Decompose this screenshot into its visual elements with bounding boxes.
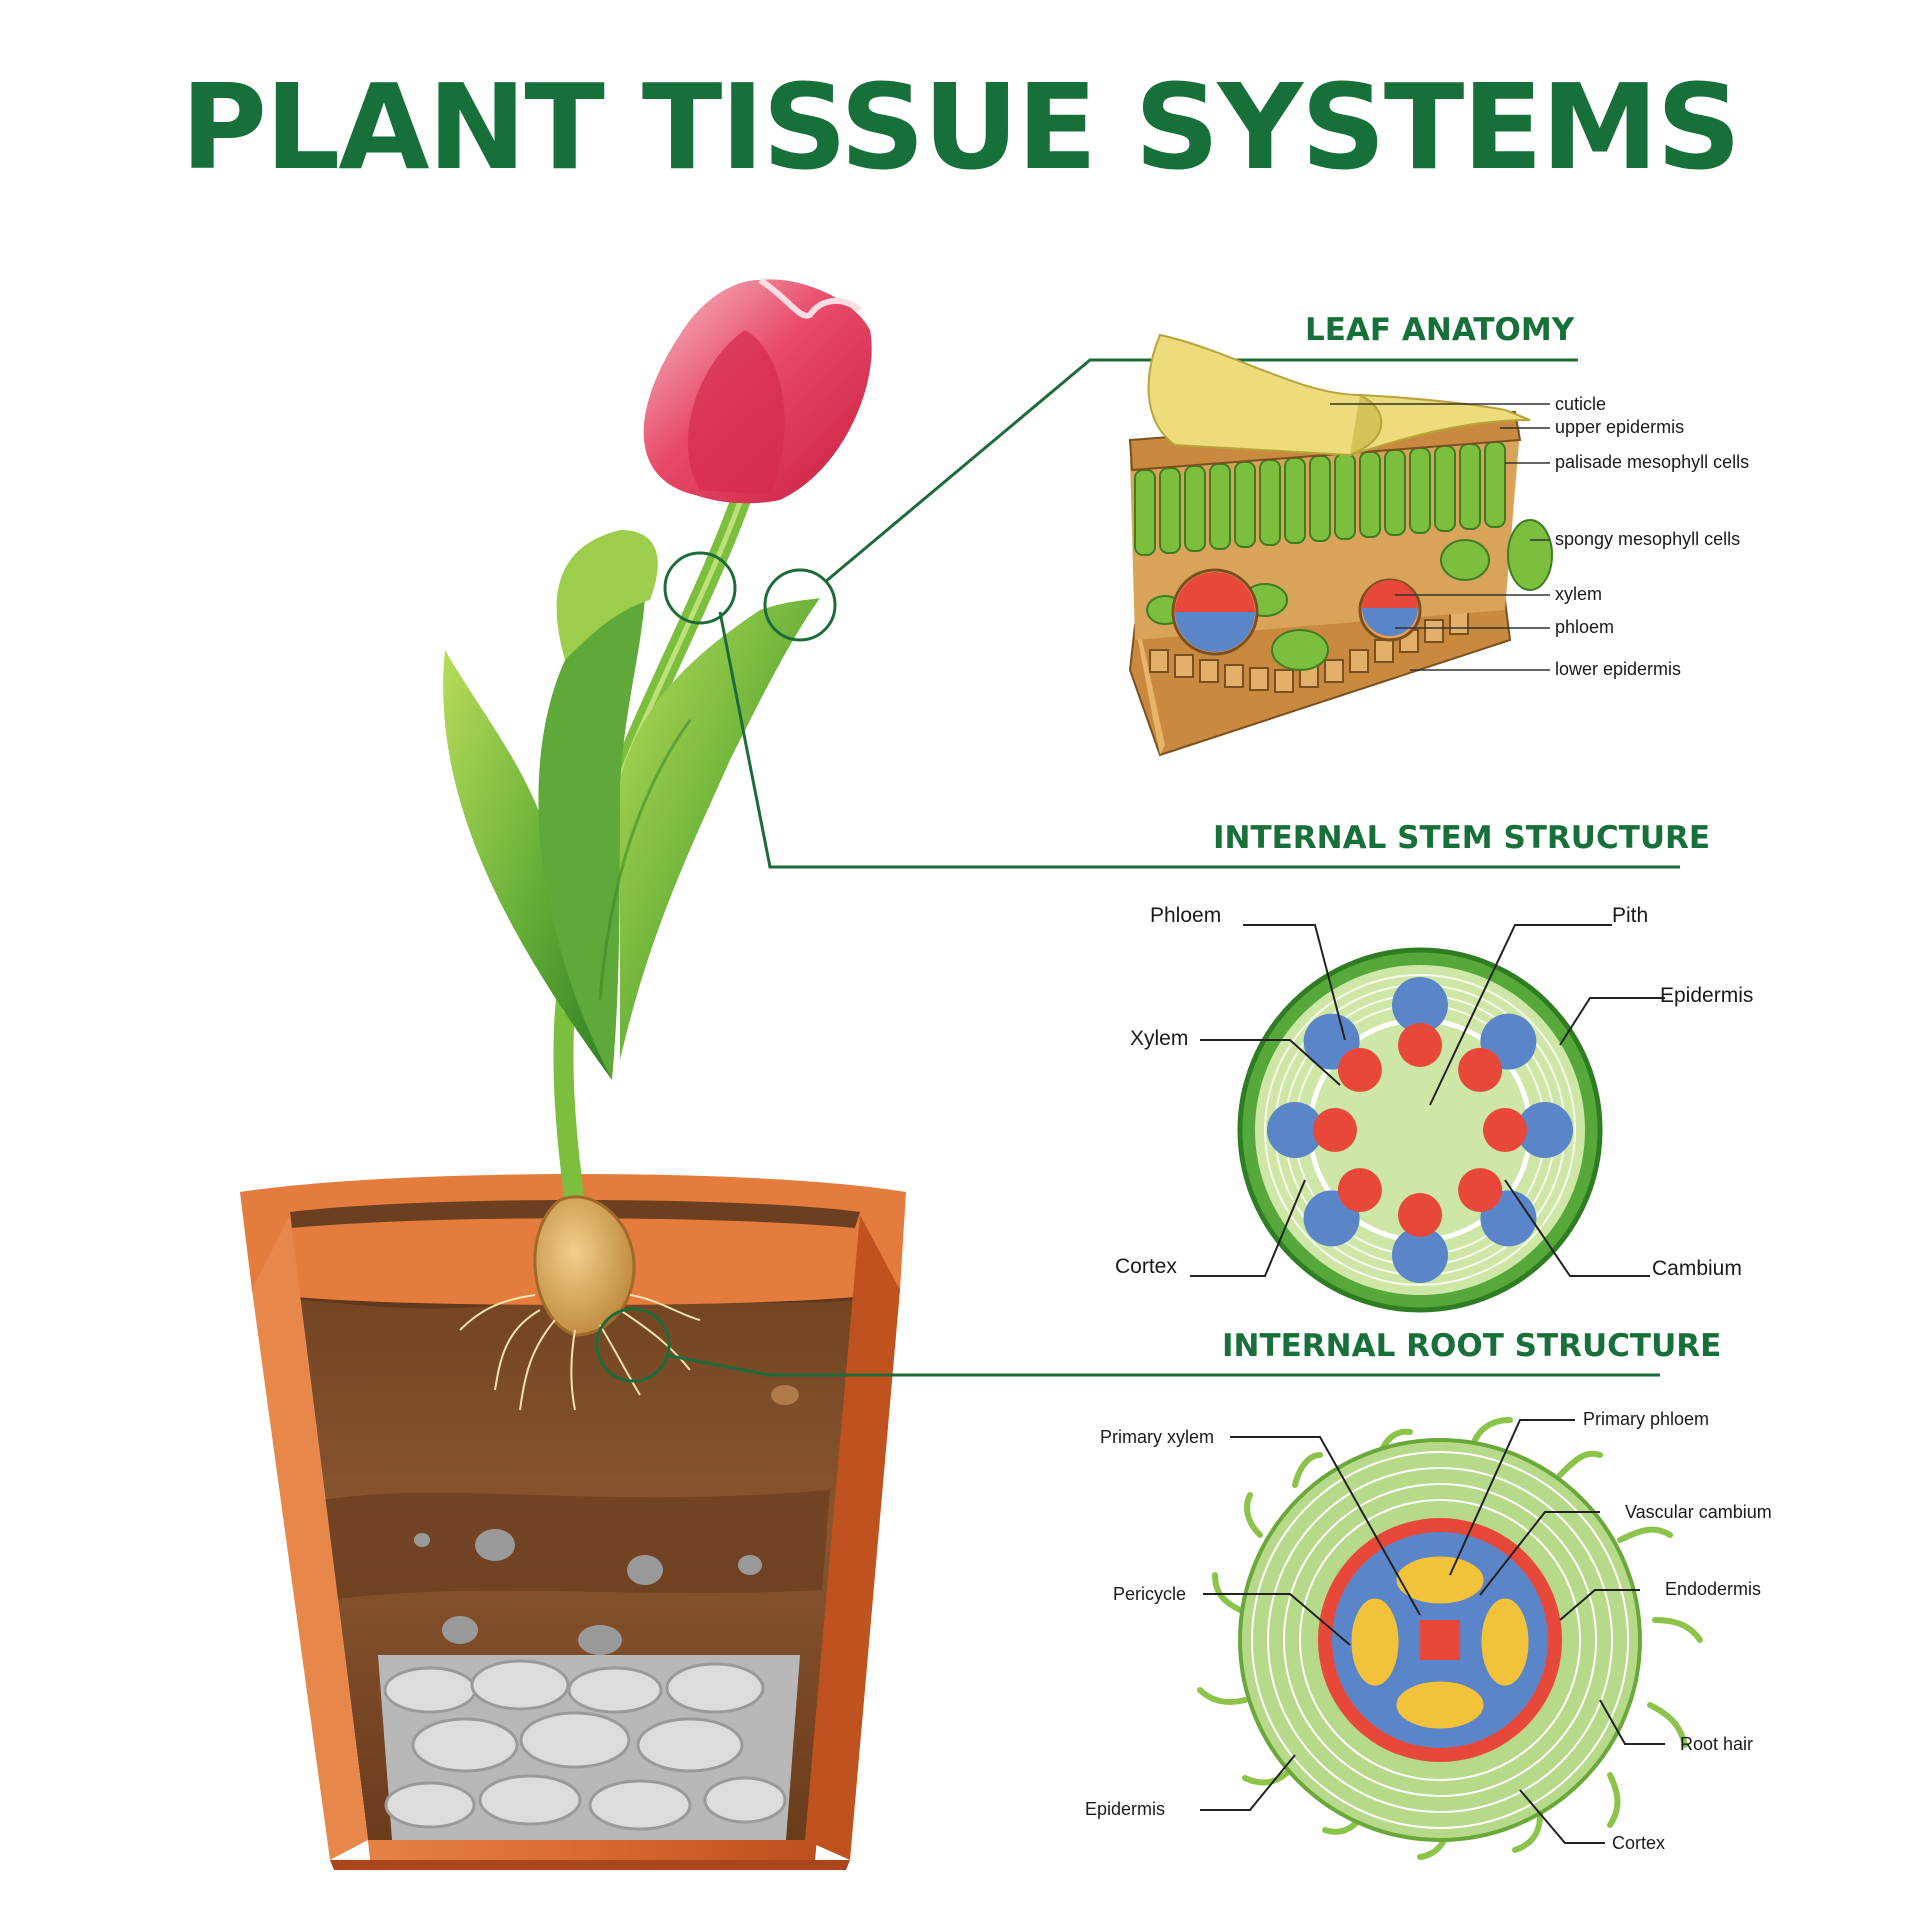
stem-xylem-bundle (1458, 1047, 1503, 1092)
leaf-label-pointers (1330, 403, 1550, 671)
stem-cross-section (1237, 947, 1603, 1313)
label-stem-xylem: Xylem (1130, 1027, 1189, 1050)
plant-pot (240, 1174, 906, 1870)
root-structure-title: INTERNAL ROOT STRUCTURE (1222, 1328, 1722, 1364)
label-upper-epidermis: upper epidermis (1555, 417, 1685, 437)
stem-xylem-bundle (1398, 1193, 1442, 1237)
leaf-anatomy-title: LEAF ANATOMY (1305, 312, 1575, 348)
stem-structure-title: INTERNAL STEM STRUCTURE (1213, 820, 1711, 856)
stem-xylem-bundle (1313, 1108, 1357, 1152)
page-title: PLANT TISSUE SYSTEMS (180, 58, 1742, 196)
label-endodermis: Endodermis (1665, 1579, 1762, 1599)
stem-xylem-bundle (1337, 1168, 1382, 1213)
stem-phloem-bundle (1267, 1102, 1323, 1158)
label-primary-xylem: Primary xylem (1100, 1427, 1215, 1447)
stem-xylem-bundle (1337, 1047, 1382, 1092)
label-root-cortex: Cortex (1612, 1833, 1666, 1853)
stem-label-pointers (1190, 924, 1665, 1277)
label-primary-phloem: Primary phloem (1583, 1409, 1710, 1429)
label-cuticle: cuticle (1555, 394, 1607, 414)
stem-phloem-bundle (1392, 1227, 1448, 1283)
stem-xylem-bundle (1483, 1108, 1527, 1152)
label-leaf-xylem: xylem (1555, 584, 1603, 604)
tulip-plant (443, 277, 872, 1411)
label-stem-cambium: Cambium (1652, 1257, 1742, 1280)
label-palisade-mesophyll: palisade mesophyll cells (1555, 452, 1750, 472)
label-lower-epidermis: lower epidermis (1555, 659, 1682, 679)
label-stem-pith: Pith (1612, 904, 1649, 927)
stem-xylem-bundle (1398, 1023, 1442, 1067)
label-stem-epidermis: Epidermis (1660, 984, 1754, 1007)
label-spongy-mesophyll: spongy mesophyll cells (1555, 529, 1741, 549)
label-stem-phloem: Phloem (1150, 904, 1222, 927)
label-root-hair: Root hair (1680, 1734, 1754, 1754)
label-vascular-cambium: Vascular cambium (1625, 1502, 1772, 1522)
label-leaf-phloem: phloem (1555, 617, 1615, 637)
leaf-anatomy-illustration (1128, 333, 1553, 757)
stem-phloem-bundle (1517, 1102, 1573, 1158)
label-stem-cortex: Cortex (1115, 1255, 1177, 1278)
label-root-epidermis: Epidermis (1085, 1799, 1166, 1819)
label-pericycle: Pericycle (1113, 1584, 1187, 1604)
stem-phloem-bundle (1392, 977, 1448, 1033)
root-cross-section (1197, 1417, 1703, 1860)
stem-xylem-bundle (1458, 1168, 1503, 1213)
leader-lines (595, 358, 1680, 1383)
root-label-pointers (1200, 1419, 1665, 1844)
